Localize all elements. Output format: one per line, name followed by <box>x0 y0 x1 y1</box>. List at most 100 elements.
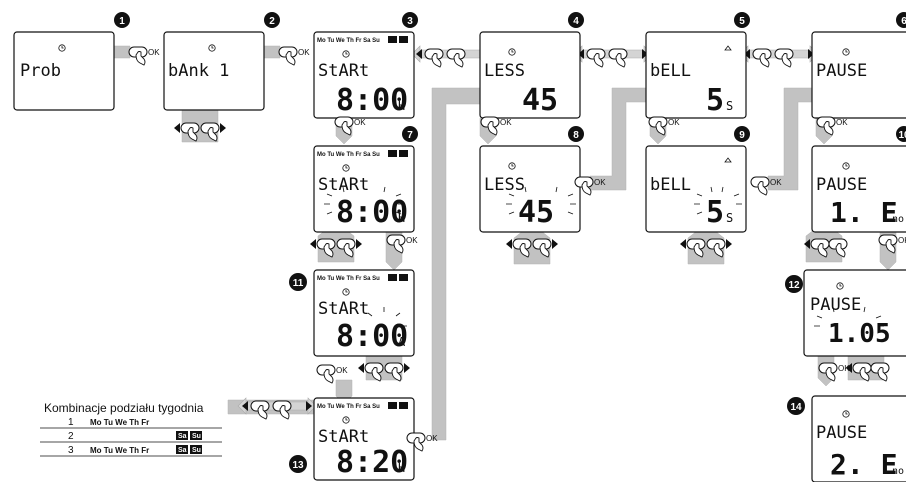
ok-label-10: OK <box>898 236 906 245</box>
svg-text:3: 3 <box>68 445 74 456</box>
s4-line1: LESS <box>484 61 525 81</box>
badge-2: 2 <box>264 12 280 28</box>
badge-9: 9 <box>734 126 750 142</box>
s11-big: 8:00 <box>336 319 408 354</box>
badge-4: 4 <box>568 12 584 28</box>
screen-14 <box>811 395 906 482</box>
screen-8 <box>479 145 581 233</box>
badge-12: 12 <box>785 275 803 293</box>
s9-line1: bELL <box>650 175 691 195</box>
s12-big: 1.05 <box>828 319 891 349</box>
ok-label-2: OK <box>298 48 310 57</box>
s2-line1: bAnk 1 <box>168 61 229 81</box>
screen-2 <box>163 31 265 111</box>
s11-line1: StARt <box>318 299 369 319</box>
badge-7: 7 <box>402 126 418 142</box>
s3-line1: StARt <box>318 61 369 81</box>
svg-text:6: 6 <box>901 16 906 27</box>
arrow-button-pairs <box>174 48 890 420</box>
s14-unit: no <box>892 466 904 477</box>
screen-6 <box>811 31 906 119</box>
svg-text:Su: Su <box>192 433 201 440</box>
s11-unit: A <box>398 335 406 349</box>
s7-line1: StARt <box>318 175 369 195</box>
s6-line1: PAUSE <box>816 61 867 81</box>
ok-buttons: OK OK OK OK OK OK OK OK OK OK OK OK OK <box>128 46 906 452</box>
legend-title: Kombinacje podziału tygodnia <box>44 401 204 415</box>
screen-5 <box>645 31 747 119</box>
badge-5: 5 <box>734 12 750 28</box>
s5-line1: bELL <box>650 61 691 81</box>
ok-label-9: OK <box>406 236 418 245</box>
svg-text:Su: Su <box>192 447 201 454</box>
legend-row-2: 2 Sa Su <box>68 431 202 442</box>
screen-7 <box>313 145 415 233</box>
s10-line1: PAUSE <box>816 175 867 195</box>
days-text-13: Mo Tu We Th Fr Sa Su <box>317 404 380 410</box>
svg-text:8: 8 <box>573 130 579 141</box>
screen-12 <box>803 269 906 357</box>
day-bars: Mo Tu We Th Fr Sa Su Mo Tu We Th Fr Sa S… <box>317 36 408 410</box>
days-text-3: Mo Tu We Th Fr Sa Su <box>317 38 380 44</box>
s9-unit: S <box>726 211 733 225</box>
badge-10: 10 <box>896 126 906 142</box>
legend-row-1: 1 Mo Tu We Th Fr <box>68 417 149 428</box>
svg-text:2: 2 <box>269 16 275 27</box>
s8-line1: LESS <box>484 175 525 195</box>
screen-9 <box>645 145 747 233</box>
s13-big: 8:20 <box>336 445 408 480</box>
svg-text:Mo Tu We Th Fr: Mo Tu We Th Fr <box>90 446 149 455</box>
screen-4 <box>479 31 581 119</box>
svg-text:14: 14 <box>790 402 802 413</box>
bell-icons <box>724 45 732 163</box>
s13-line1: StARt <box>318 427 369 447</box>
svg-text:Sa: Sa <box>178 433 187 440</box>
s13-unit: H <box>398 461 405 475</box>
s1-line1: Prob <box>20 61 61 81</box>
s3-unit: H <box>398 99 405 113</box>
badge-3: 3 <box>402 12 418 28</box>
lcd-screens <box>13 31 906 482</box>
screen-texts: Prob bAnk 1 StARt 8:00 H LESS 45 bELL 5 … <box>20 61 904 481</box>
ok-label-8: OK <box>770 178 782 187</box>
badge-11: 11 <box>289 273 307 291</box>
svg-text:12: 12 <box>788 280 800 291</box>
s9-big: 5 <box>706 195 724 230</box>
ok-label-12: OK <box>838 364 850 373</box>
svg-text:2: 2 <box>68 431 74 442</box>
legend-row-3: 3 Mo Tu We Th Fr Sa Su <box>68 445 202 456</box>
svg-text:9: 9 <box>739 130 745 141</box>
ok-label-5: OK <box>668 118 680 127</box>
screen-1 <box>13 31 115 111</box>
svg-text:11: 11 <box>293 278 304 289</box>
svg-text:1: 1 <box>68 417 74 428</box>
days-text-11: Mo Tu We Th Fr Sa Su <box>317 276 380 282</box>
step-number-badges: 1 2 3 4 5 6 7 8 9 10 11 12 13 14 <box>114 12 906 473</box>
s14-line1: PAUSE <box>816 423 867 443</box>
svg-text:7: 7 <box>407 130 413 141</box>
ok-label-6: OK <box>836 118 848 127</box>
ok-label-7: OK <box>594 178 606 187</box>
ok-label-3: OK <box>354 118 366 127</box>
badge-6: 6 <box>896 12 906 28</box>
svg-text:13: 13 <box>292 460 304 471</box>
s10-unit: no <box>892 214 904 225</box>
s12-line1: PAUSE <box>810 295 861 315</box>
s14-big: 2. E <box>830 448 897 481</box>
svg-text:3: 3 <box>407 16 413 27</box>
screen-11 <box>313 269 415 357</box>
s3-big: 8:00 <box>336 83 408 118</box>
ok-label-1: OK <box>148 48 160 57</box>
s8-big: 45 <box>518 195 554 230</box>
s4-big: 45 <box>522 83 558 118</box>
screen-3 <box>313 31 415 119</box>
svg-text:Mo Tu We Th Fr: Mo Tu We Th Fr <box>90 418 149 427</box>
s5-unit: S <box>726 99 733 113</box>
badge-8: 8 <box>568 126 584 142</box>
svg-text:5: 5 <box>739 16 745 27</box>
screen-10 <box>811 145 906 233</box>
week-split-legend: Kombinacje podziału tygodnia 1 Mo Tu We … <box>40 401 222 457</box>
svg-text:Sa: Sa <box>178 447 187 454</box>
ok-label-4: OK <box>500 118 512 127</box>
